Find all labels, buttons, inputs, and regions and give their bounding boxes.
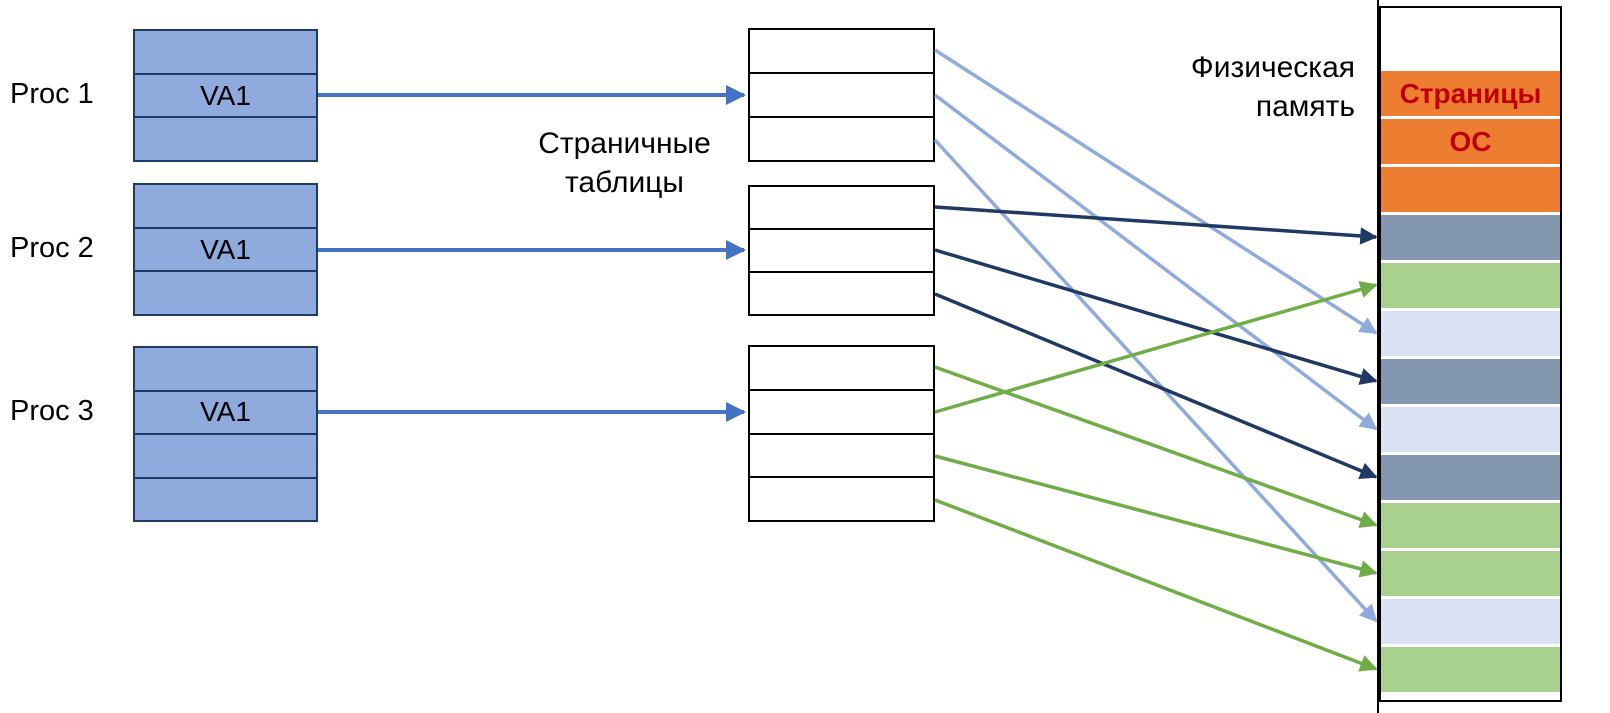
page-table-2 xyxy=(748,185,935,316)
page-table-1 xyxy=(748,28,935,162)
page-table-entry xyxy=(750,72,933,116)
page-table-entry xyxy=(750,388,933,433)
page-to-frame-arrow-proc1 xyxy=(933,93,1378,431)
address-space-cell xyxy=(135,476,316,521)
memory-column-left-line xyxy=(1377,0,1379,713)
memory-frame-proc3 xyxy=(1381,551,1560,596)
page-to-frame-arrow-proc3 xyxy=(934,498,1378,672)
physical-memory-caption: Физическая память xyxy=(1140,48,1355,126)
page-to-frame-arrow-proc1 xyxy=(933,138,1378,623)
page-tables-caption-line2: таблицы xyxy=(565,166,684,199)
page-to-frame-arrow-proc3 xyxy=(934,365,1378,528)
memory-frame-proc2 xyxy=(1381,455,1560,500)
page-table-entry xyxy=(750,476,933,520)
memory-frame-proc1 xyxy=(1381,311,1560,356)
page-tables-caption-line1: Страничные xyxy=(538,127,711,160)
memory-frame-os xyxy=(1381,167,1560,212)
proc-1-label: Proc 1 xyxy=(10,78,94,110)
va-cell: VA1 xyxy=(135,389,316,434)
address-space-cell xyxy=(135,270,316,314)
memory-frame-os: Страницы xyxy=(1381,71,1560,116)
address-space-cell xyxy=(135,31,316,73)
proc-3-label: Proc 3 xyxy=(10,395,94,427)
page-table-entry xyxy=(750,432,933,477)
address-space-cell xyxy=(135,433,316,477)
page-to-frame-arrow-proc2 xyxy=(934,292,1378,480)
page-table-entry xyxy=(750,228,933,271)
memory-frame-os: ОС xyxy=(1381,119,1560,164)
page-table-entry xyxy=(750,116,933,160)
page-to-frame-arrow-proc2 xyxy=(934,248,1378,385)
page-to-frame-arrow-proc2 xyxy=(934,205,1378,245)
proc-2-address-space: VA1 xyxy=(133,183,318,316)
page-to-frame-arrow-proc3 xyxy=(934,454,1378,578)
va-cell: VA1 xyxy=(135,72,316,117)
page-table-entry xyxy=(750,347,933,389)
proc-3-address-space: VA1 xyxy=(133,346,318,522)
memory-frame-free xyxy=(1381,8,1560,68)
memory-frame-proc3 xyxy=(1381,503,1560,548)
page-table-entry xyxy=(750,271,933,314)
memory-frame-proc2 xyxy=(1381,359,1560,404)
physical-memory-caption-line2: память xyxy=(1255,90,1355,123)
address-space-cell xyxy=(135,348,316,390)
memory-frame-proc1 xyxy=(1381,407,1560,452)
memory-frame-proc3 xyxy=(1381,647,1560,692)
page-tables-caption: Страничные таблицы xyxy=(512,124,737,202)
page-table-entry xyxy=(750,187,933,228)
proc-2-label: Proc 2 xyxy=(10,232,94,264)
physical-memory-caption-line1: Физическая xyxy=(1190,51,1355,84)
page-to-frame-arrow-proc3 xyxy=(934,280,1378,414)
page-table-3 xyxy=(748,345,935,522)
proc-1-address-space: VA1 xyxy=(133,29,318,162)
va-cell: VA1 xyxy=(135,226,316,271)
address-space-cell xyxy=(135,185,316,227)
memory-frame-proc3 xyxy=(1381,263,1560,308)
memory-frame-proc2 xyxy=(1381,215,1560,260)
page-table-entry xyxy=(750,30,933,72)
address-space-cell xyxy=(135,116,316,160)
memory-frame-proc1 xyxy=(1381,599,1560,644)
